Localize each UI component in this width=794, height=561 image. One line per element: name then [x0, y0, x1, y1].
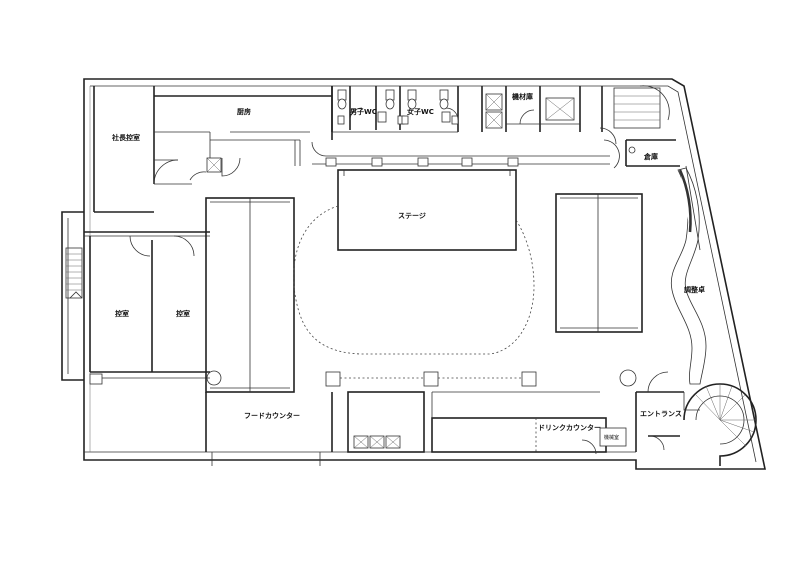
kitchen-label: 厨房	[237, 107, 251, 116]
equipment-room-label: 機材庫	[512, 92, 533, 101]
womens-wc-label: 女子WC	[407, 107, 434, 116]
shafts	[481, 86, 581, 132]
entrance-area	[635, 371, 757, 466]
waiting-room-2-label: 控室	[176, 309, 190, 318]
drink-counter-label: ドリンクカウンター	[538, 423, 601, 432]
stage	[293, 169, 535, 355]
stage-label: ステージ	[398, 212, 426, 220]
storage-label: 倉庫	[643, 152, 658, 161]
mens-wc-label: 男子WC	[350, 108, 377, 116]
control-desk	[670, 165, 707, 385]
president-room-label: 社長控室	[111, 133, 140, 142]
food-area-structure	[205, 197, 333, 466]
control-desk-label: 調整卓	[684, 285, 705, 294]
upper-counter	[311, 139, 620, 169]
small-room-label: 機械室	[604, 434, 619, 441]
right-tables	[555, 193, 643, 333]
wc-block	[331, 86, 459, 133]
left-stair	[65, 247, 83, 299]
left-corridor	[84, 231, 210, 385]
entrance-label: エントランス	[640, 410, 682, 418]
food-counter-label: フードカウンター	[244, 411, 300, 420]
upper-left-rooms	[93, 86, 333, 213]
upper-right-stair	[599, 85, 680, 167]
lower-structures	[325, 369, 637, 455]
waiting-room-1-label: 控室	[115, 309, 129, 318]
